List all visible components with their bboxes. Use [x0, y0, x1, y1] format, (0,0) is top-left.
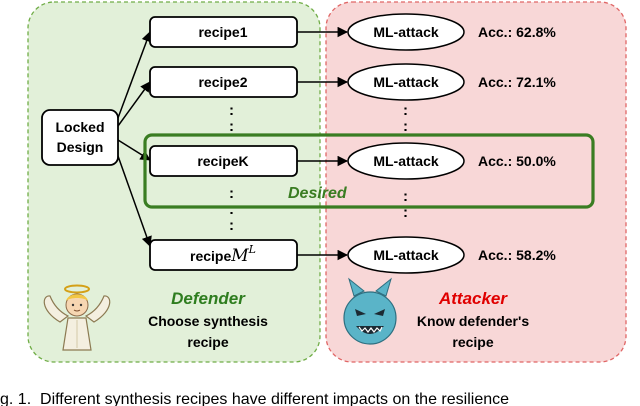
devil-icon [343, 277, 397, 345]
ml-attack-node-3 [347, 142, 465, 180]
attack-ellipsis-upper: : [403, 102, 408, 119]
ml-attack-node-2 [347, 63, 465, 101]
angel-icon [43, 284, 111, 351]
attacker-desc-line1: Know defender's [417, 313, 529, 329]
ml-attack-label-1: ML-attack [373, 24, 439, 40]
accuracy-4: Acc.: 58.2% [478, 247, 556, 263]
ml-attack-node-4 [347, 236, 465, 274]
arrow-locked-to-recipe1 [117, 31, 152, 119]
recipe-ellipsis-lower-3: : [229, 217, 234, 234]
recipe-ellipsis-upper-2: : [229, 118, 234, 135]
attacker-title: Attacker [438, 289, 508, 308]
attack-ellipsis-lower-2: : [403, 204, 408, 221]
locked-design-label-line2: Design [57, 139, 104, 155]
recipeml-label: recipeML [190, 243, 256, 266]
attack-ellipsis-upper-2: : [403, 118, 408, 135]
defender-desc-line2: recipe [187, 334, 228, 350]
accuracy-1: Acc.: 62.8% [478, 24, 556, 40]
figure-caption: g. 1. Different synthesis recipes have d… [0, 391, 509, 406]
recipe-ellipsis-upper: : [229, 102, 234, 119]
accuracy-3: Acc.: 50.0% [478, 153, 556, 169]
defender-title: Defender [171, 289, 246, 308]
recipe2-label: recipe2 [198, 74, 247, 90]
defender-desc-line1: Choose synthesis [148, 313, 268, 329]
accuracy-2: Acc.: 72.1% [478, 74, 556, 90]
attacker-desc-line2: recipe [452, 334, 493, 350]
desired-label: Desired [288, 185, 348, 202]
recipeml-sup: L [248, 243, 256, 256]
recipe-ellipsis-lower: : [229, 185, 234, 202]
recipek-label: recipeK [197, 153, 248, 169]
desired-highlight-box [143, 133, 595, 209]
recipeml-prefix: recipe [190, 248, 231, 264]
arrow-locked-to-recipe2 [117, 81, 151, 127]
ml-attack-node-1 [347, 13, 465, 51]
recipe-ellipsis-lower-2: : [229, 201, 234, 218]
locked-design-node [41, 109, 119, 166]
ml-attack-label-2: ML-attack [373, 74, 439, 90]
arrow-locked-to-recipeml [117, 155, 152, 247]
locked-design-label-line1: Locked [55, 119, 104, 135]
attack-ellipsis-lower: : [403, 188, 408, 205]
recipe1-label: recipe1 [198, 24, 247, 40]
recipeml-var: M [230, 246, 249, 266]
ml-attack-label-3: ML-attack [373, 153, 439, 169]
ml-attack-label-4: ML-attack [373, 247, 439, 263]
